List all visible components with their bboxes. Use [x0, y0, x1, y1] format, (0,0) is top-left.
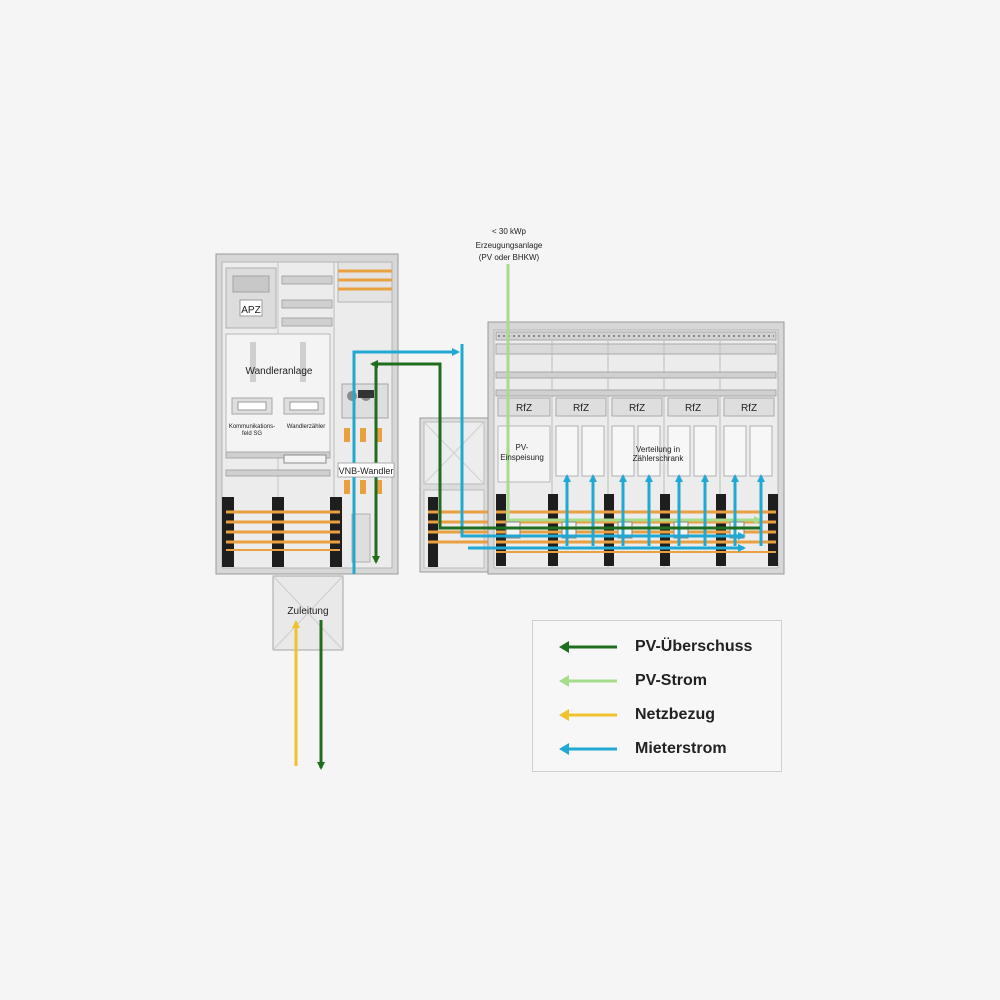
left-cabinet — [215, 253, 399, 575]
source-label-1: < 30 kWp — [492, 227, 527, 236]
arrow-left-icon — [559, 743, 617, 755]
verteilung-label-2: Zählerschrank — [633, 454, 685, 463]
arrow-left-icon — [559, 641, 617, 653]
arrow-left-icon — [559, 675, 617, 687]
mieterstrom-arrow-main — [352, 348, 460, 574]
source-label-2: Erzeugungsanlage — [476, 241, 543, 250]
legend-item-pv-ueberschuss: PV-Überschuss — [559, 637, 779, 661]
rfz-label-4: RfZ — [685, 403, 701, 414]
zuleitung-label: Zuleitung — [287, 606, 328, 617]
zuleitung-box — [272, 575, 344, 651]
legend-item-mieterstrom: Mieterstrom — [559, 739, 779, 763]
pv-ueberschuss-arrow-return — [370, 360, 760, 530]
rfz-label-1: RfZ — [516, 403, 532, 414]
legend-label: PV-Überschuss — [635, 638, 753, 655]
source-label-3: (PV oder BHKW) — [479, 253, 540, 262]
wandleranlage-label: Wandleranlage — [246, 366, 313, 377]
kommunikationsfeld-label-2: feld SG — [242, 431, 262, 437]
legend-label: Netzbezug — [635, 706, 715, 723]
wandlerzaehler-label: Wandlerzähler — [287, 424, 325, 430]
rfz-label-5: RfZ — [741, 403, 757, 414]
arrow-left-icon — [559, 709, 617, 721]
rfz-label-2: RfZ — [573, 403, 589, 414]
verteilung-label-1: Verteilung in — [636, 445, 680, 454]
pv-einspeisung-label-1: PV- — [516, 443, 529, 452]
apz-label: APZ — [241, 305, 260, 316]
legend-item-netzbezug: Netzbezug — [559, 705, 779, 729]
mieterstrom-riser-arrows — [563, 474, 765, 546]
vnb-wandler-label: VNB-Wandler — [339, 466, 394, 476]
pv-einspeisung-label-2: Einspeisung — [500, 453, 544, 462]
legend-item-pv-strom: PV-Strom — [559, 671, 779, 695]
legend: PV-Überschuss PV-Strom Netzbezug Mieters… — [532, 620, 782, 772]
kommunikationsfeld-label-1: Kommunikations- — [229, 424, 275, 430]
rfz-label-3: RfZ — [629, 403, 645, 414]
legend-label: Mieterstrom — [635, 740, 727, 757]
pv-strom-arrow — [506, 264, 762, 524]
legend-label: PV-Strom — [635, 672, 708, 689]
